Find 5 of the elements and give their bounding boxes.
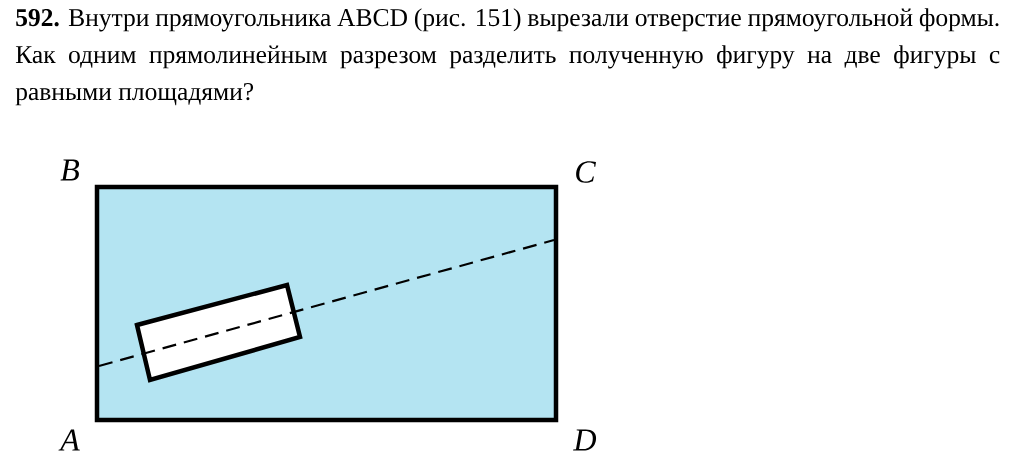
problem-text: 592. Внутри прямоугольника ABCD (рис. 151) вырезали отверстие прямоугольной формы. Как одним прямолинейным разрезом разделить полученную фигуру на две фигуры с равными площадями? (15, 8, 1000, 106)
vertex-label: B (60, 159, 80, 181)
vertex-label: C (576, 161, 596, 183)
vertex-label: A (58, 429, 80, 451)
vertex-label: D (573, 429, 597, 451)
